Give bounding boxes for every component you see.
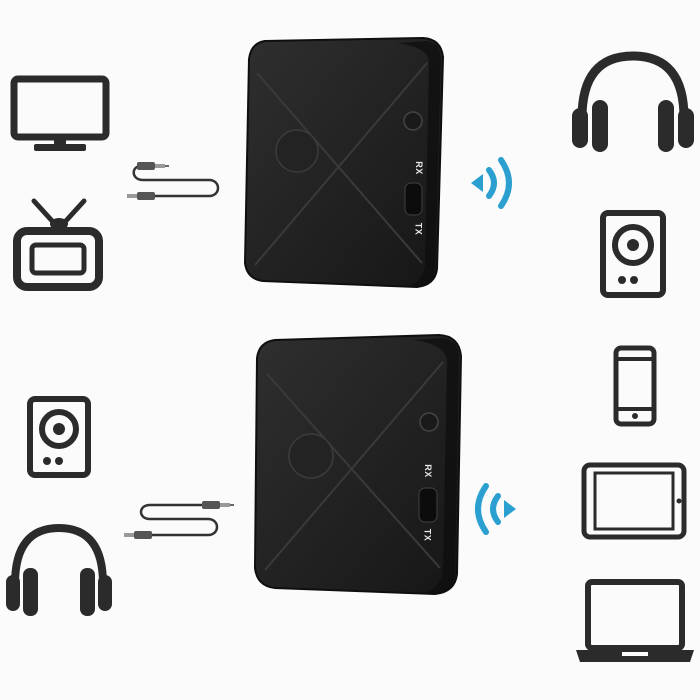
speaker-icon [600, 210, 666, 298]
switch-label-tx: TX [422, 528, 433, 542]
bluetooth-receiver-device [253, 333, 463, 596]
switch-label-rx: RX [413, 161, 424, 175]
aux-cable-icon [124, 501, 234, 539]
aux-cable-icon [127, 162, 220, 200]
tablet-icon [581, 462, 687, 540]
headphones-icon [572, 51, 694, 152]
bluetooth-transmitter-device [243, 36, 445, 289]
switch-label-rx: RX [422, 464, 433, 478]
tv-icon [13, 198, 103, 291]
bluetooth-wave-icon [475, 483, 516, 535]
monitor-icon [10, 75, 110, 151]
headphones-icon [6, 523, 112, 616]
smartphone-icon [613, 345, 657, 427]
laptop-icon [576, 579, 694, 662]
bluetooth-wave-icon [471, 157, 512, 209]
switch-label-tx: TX [413, 222, 424, 236]
speaker-icon [27, 396, 91, 478]
